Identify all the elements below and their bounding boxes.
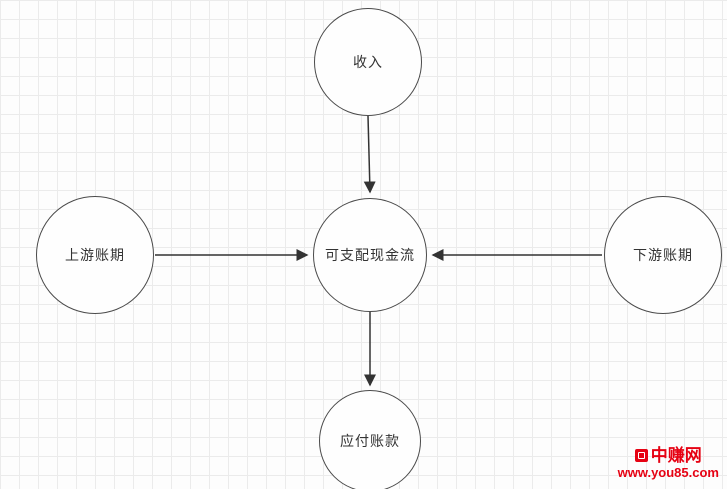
node-upstream-label: 上游账期 [65, 247, 125, 263]
node-payable: 应付账款 [319, 390, 421, 489]
watermark: 中赚网 www.you85.com [618, 446, 719, 481]
arrow-income-to-cashflow [363, 115, 376, 194]
site-logo-icon [634, 448, 648, 462]
node-cashflow: 可支配现金流 [313, 198, 427, 312]
node-downstream: 下游账期 [604, 196, 722, 314]
node-payable-label: 应付账款 [340, 433, 400, 449]
node-upstream: 上游账期 [36, 196, 154, 314]
node-cashflow-label: 可支配现金流 [325, 247, 415, 263]
node-income: 收入 [314, 8, 422, 116]
node-downstream-label: 下游账期 [633, 247, 693, 263]
node-income-label: 收入 [353, 54, 383, 70]
watermark-site-name: 中赚网 [650, 445, 702, 465]
watermark-site-url: www.you85.com [617, 465, 719, 481]
